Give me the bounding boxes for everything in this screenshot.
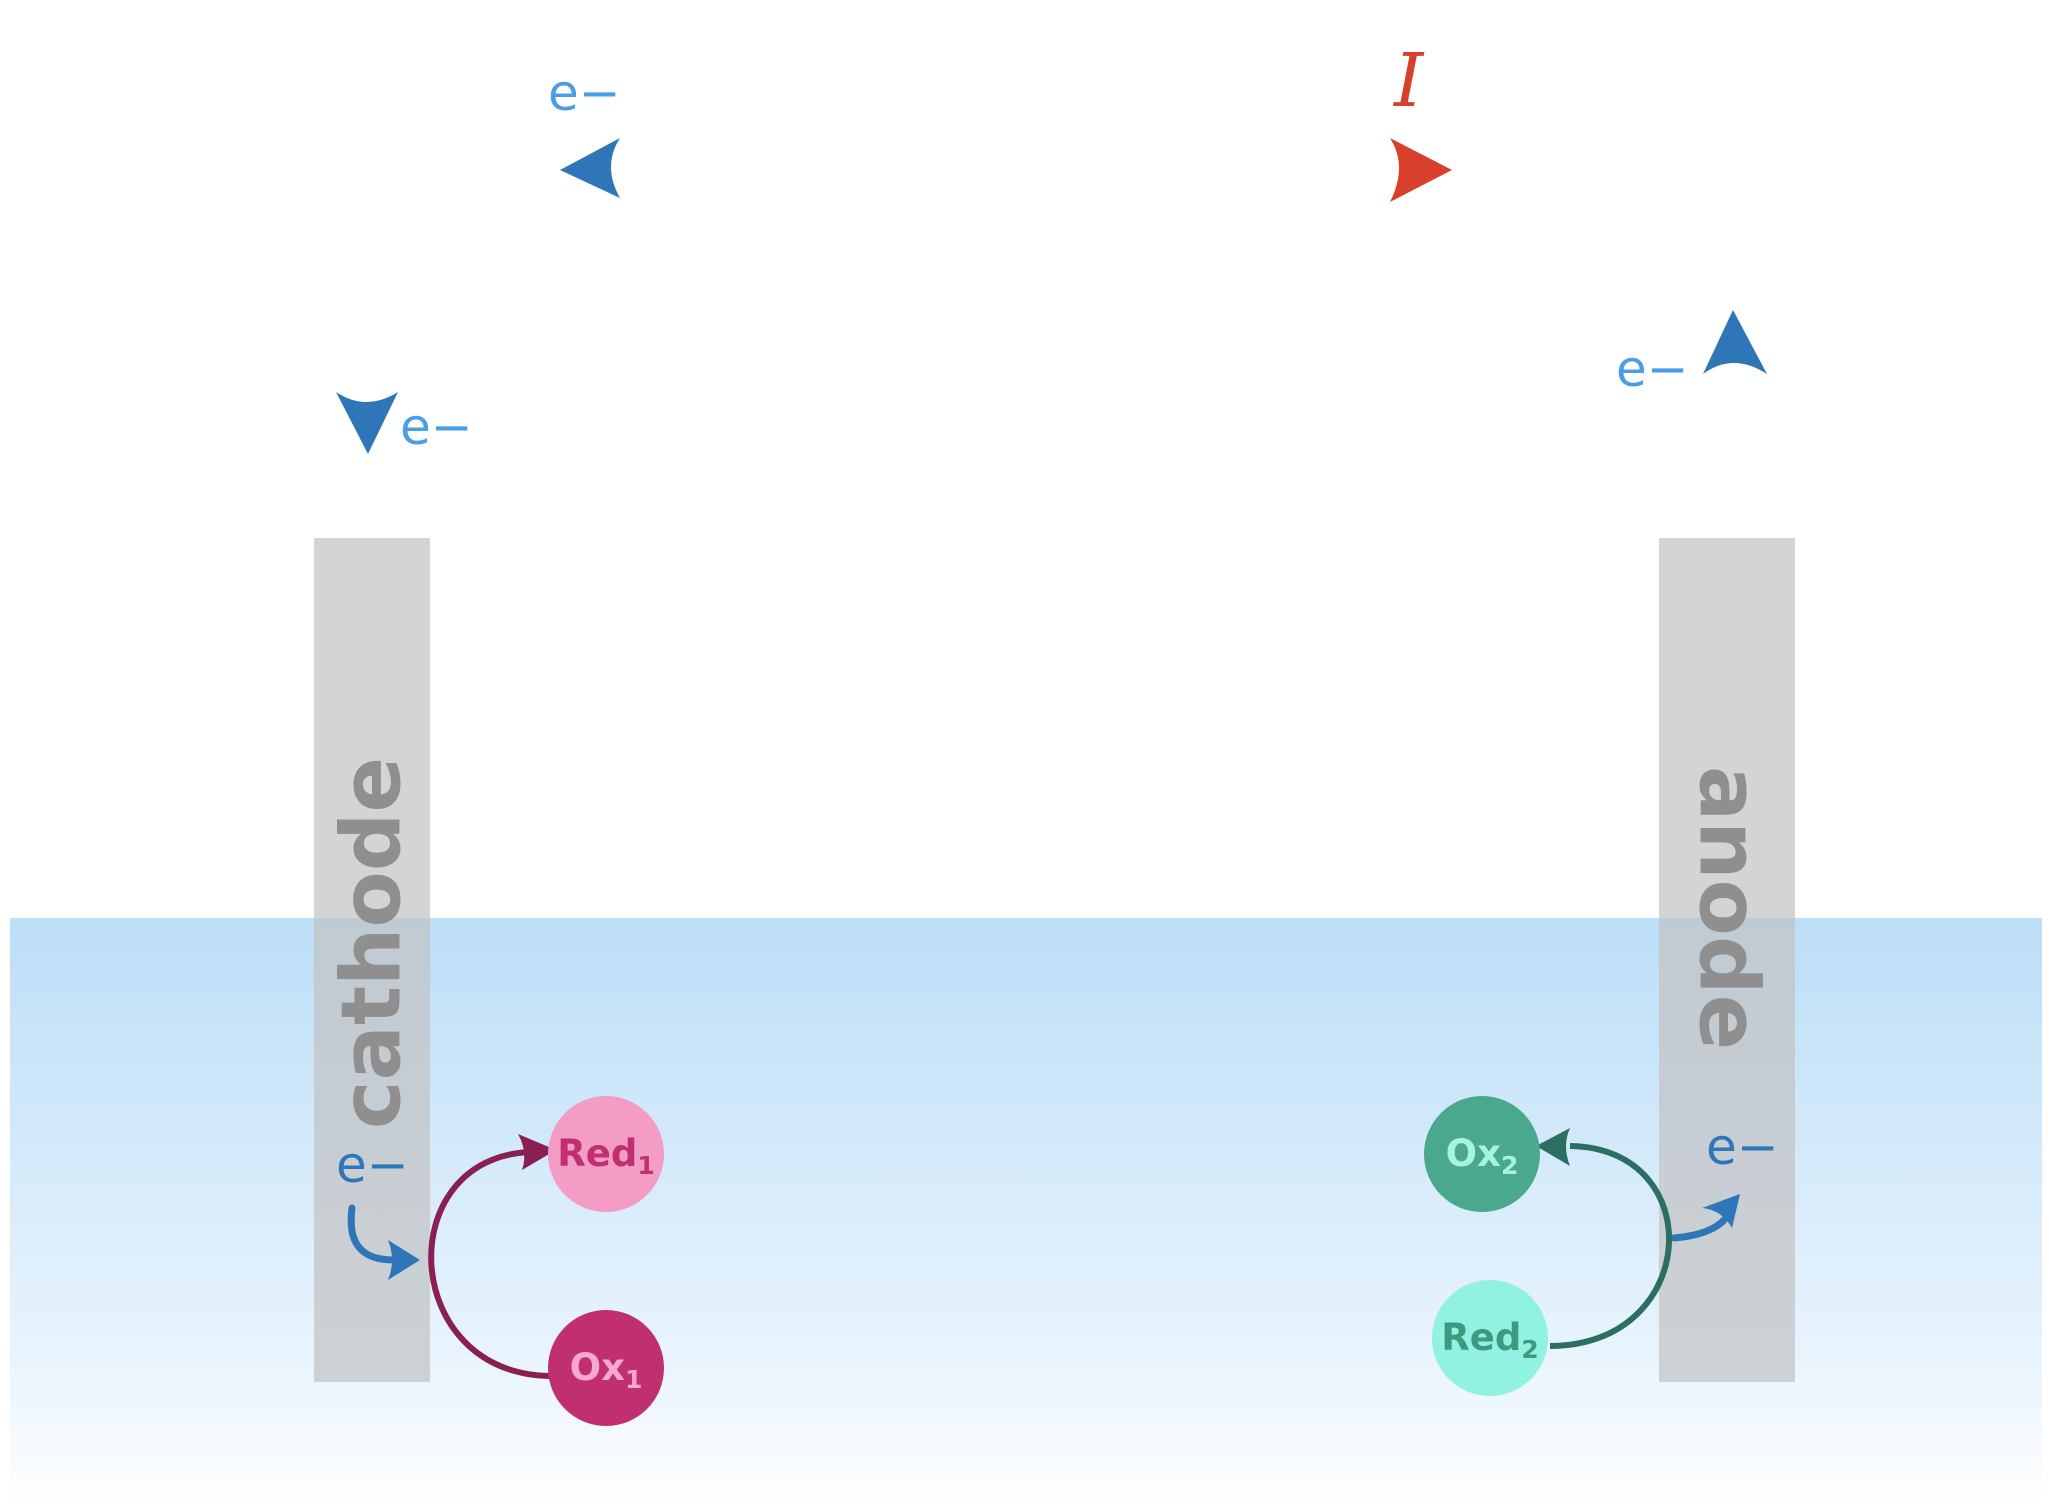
electron-label-top: e− (548, 64, 621, 122)
electron-flow-arrow-up (1703, 310, 1767, 374)
reduction-cycle-arrowhead (518, 1134, 556, 1170)
reduction-cycle-arc (428, 1149, 553, 1379)
electron-transfer-arrow-anode (1670, 1214, 1730, 1242)
electron-flow-arrow-down (336, 392, 398, 454)
anode-electrode (1659, 538, 1795, 1382)
anode-label: anode (1681, 766, 1776, 1050)
current-flow-arrow-right (1390, 138, 1452, 202)
electron-flow-arrow-left (560, 138, 620, 198)
electron-label-cathode-wire: e− (400, 398, 473, 456)
cathode-label: cathode (325, 757, 420, 1129)
red1-species (548, 1096, 664, 1212)
red2-label: Red2 (1441, 1316, 1538, 1364)
ox1-species (548, 1310, 664, 1426)
ox2-label: Ox2 (1446, 1132, 1519, 1180)
ox1-label: Ox1 (570, 1346, 643, 1394)
red1-label: Red1 (557, 1132, 654, 1180)
current-label: I (1392, 38, 1425, 124)
ox2-species (1424, 1096, 1540, 1212)
electron-transfer-arrowhead-cathode (388, 1240, 420, 1280)
electron-transfer-arrowhead-anode (1702, 1194, 1740, 1228)
electron-label-cathode: e− (336, 1136, 409, 1194)
electron-label-anode-wire: e− (1616, 340, 1689, 398)
electron-transfer-arrow-cathode (347, 1204, 398, 1264)
red2-species (1432, 1280, 1548, 1396)
electron-label-anode: e− (1706, 1118, 1779, 1176)
oxidation-cycle-arrowhead (1536, 1128, 1570, 1166)
oxidation-cycle-arc (1549, 1143, 1673, 1349)
cathode-electrode (314, 538, 430, 1382)
